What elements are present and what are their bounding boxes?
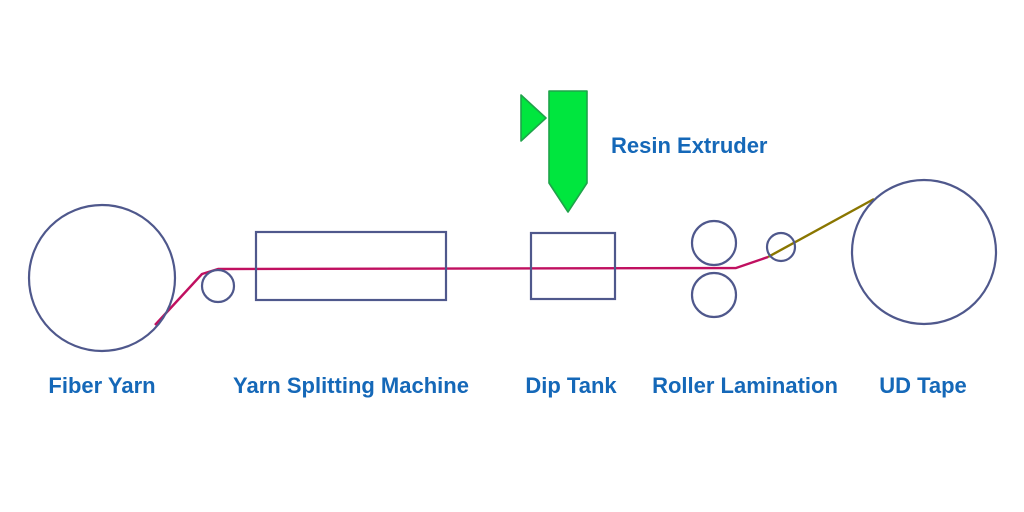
yarn-process-line	[154, 255, 769, 326]
fiber-yarn-spool	[27, 203, 177, 353]
fiber-yarn-label: Fiber Yarn	[48, 373, 155, 398]
dip-tank-label: Dip Tank	[525, 373, 617, 398]
roller-lamination-label: Roller Lamination	[652, 373, 838, 398]
dip-tank-box	[529, 231, 617, 301]
guide-roller-left	[200, 268, 236, 304]
finished-tape-line	[767, 197, 875, 259]
lamination-roller-bottom	[690, 271, 738, 319]
resin-extruder-hopper-triangle	[520, 94, 547, 142]
resin-extruder-body	[548, 90, 588, 213]
resin-extruder-label: Resin Extruder	[611, 133, 768, 158]
ud-tape-label: UD Tape	[879, 373, 967, 398]
lamination-roller-top	[690, 219, 738, 267]
yarn-splitting-machine-label: Yarn Splitting Machine	[233, 373, 469, 398]
ud-tape-spool	[850, 178, 998, 326]
guide-roller-right	[765, 231, 797, 263]
yarn-splitting-machine-box	[254, 230, 448, 302]
